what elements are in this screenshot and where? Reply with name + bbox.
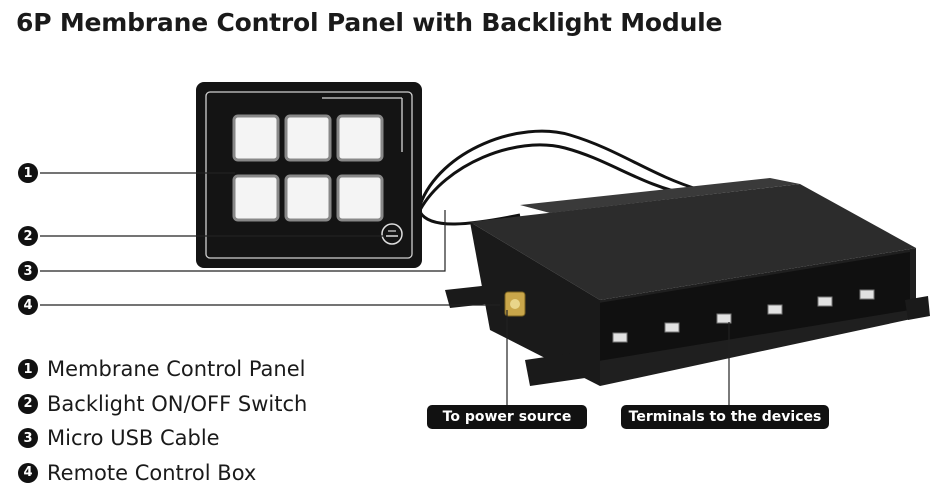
legend: 1 Membrane Control Panel 2 Backlight ON/… bbox=[18, 352, 307, 490]
marker-3: 3 bbox=[18, 261, 38, 281]
terminals-callout: Terminals to the devices bbox=[621, 405, 829, 429]
legend-number: 3 bbox=[18, 428, 38, 449]
backlight-switch-icon bbox=[381, 223, 403, 245]
legend-label: Backlight ON/OFF Switch bbox=[47, 391, 308, 416]
legend-number: 2 bbox=[18, 393, 38, 414]
page-title: 6P Membrane Control Panel with Backlight… bbox=[16, 8, 723, 37]
micro-usb-cable bbox=[418, 129, 701, 226]
marker-1: 1 bbox=[18, 163, 38, 183]
legend-item: 1 Membrane Control Panel bbox=[18, 352, 307, 387]
legend-item: 3 Micro USB Cable bbox=[18, 421, 307, 456]
legend-label: Micro USB Cable bbox=[47, 426, 220, 451]
legend-number: 1 bbox=[18, 359, 38, 380]
marker-4: 4 bbox=[18, 295, 38, 315]
power-source-callout: To power source bbox=[427, 405, 587, 429]
membrane-control-panel bbox=[196, 82, 422, 268]
device-terminals bbox=[612, 289, 875, 343]
legend-item: 2 Backlight ON/OFF Switch bbox=[18, 387, 307, 422]
legend-item: 4 Remote Control Box bbox=[18, 456, 307, 491]
leader-lines bbox=[40, 172, 730, 406]
power-terminal bbox=[504, 291, 526, 317]
legend-label: Membrane Control Panel bbox=[47, 357, 306, 382]
legend-number: 4 bbox=[18, 462, 38, 483]
remote-control-box bbox=[445, 178, 930, 386]
panel-buttons bbox=[232, 114, 384, 222]
legend-label: Remote Control Box bbox=[47, 460, 257, 485]
marker-2: 2 bbox=[18, 226, 38, 246]
